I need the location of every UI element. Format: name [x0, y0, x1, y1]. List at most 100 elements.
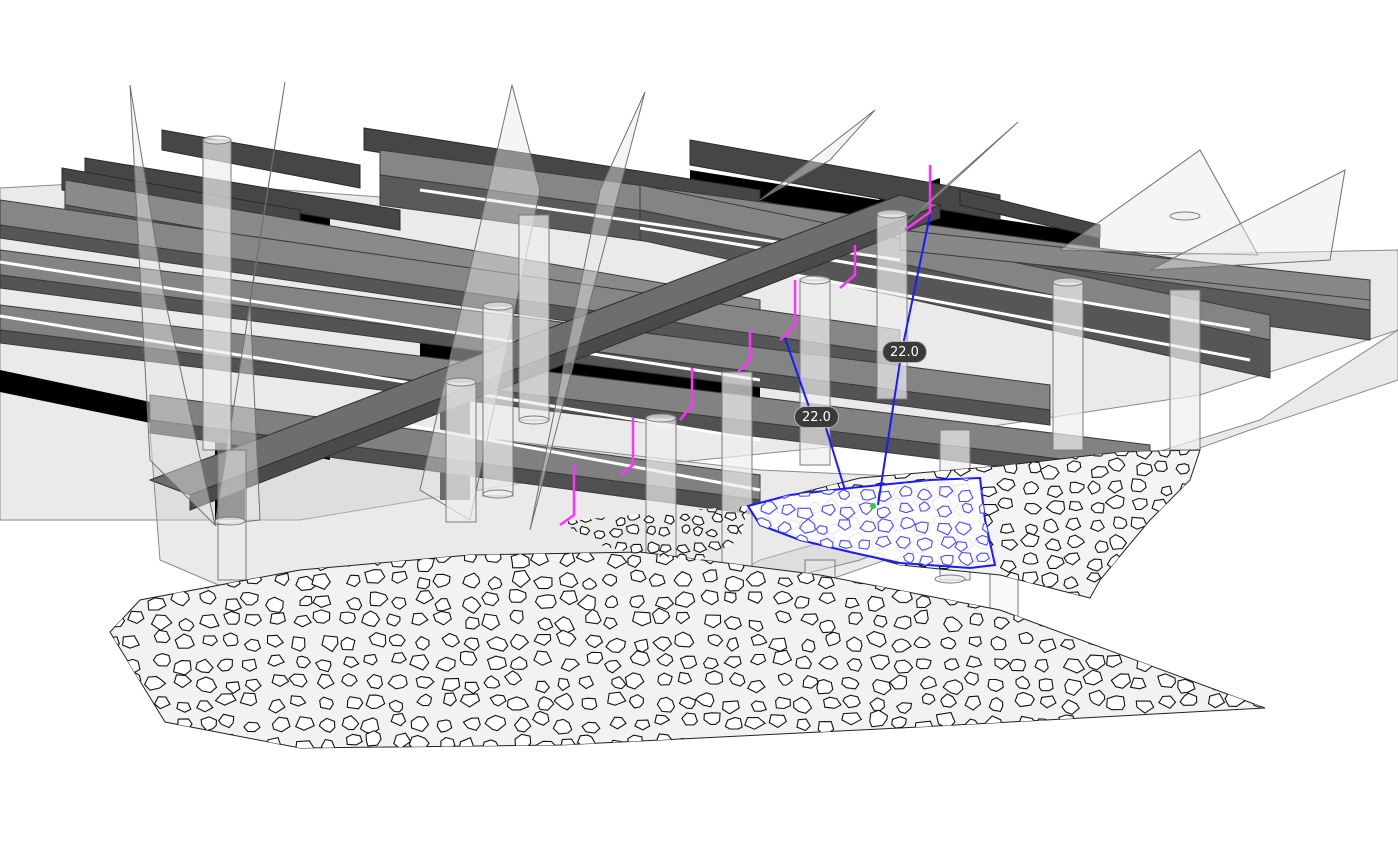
mesh-cell [916, 537, 933, 552]
mesh-cell [693, 542, 708, 554]
mesh-cell [1064, 678, 1083, 697]
mesh-cell [1128, 577, 1146, 592]
mesh-cell [895, 702, 913, 715]
mesh-cell [750, 633, 768, 646]
mesh-cell [1109, 533, 1128, 550]
mesh-cell [703, 712, 721, 725]
mesh-cell [1153, 653, 1175, 669]
mesh-cell [918, 501, 931, 512]
mesh-cell [704, 670, 724, 685]
mesh-cell [724, 575, 744, 592]
mesh-cell [1108, 590, 1124, 598]
mesh-cell [511, 569, 531, 589]
mesh-cell [916, 595, 932, 609]
mesh-cell [363, 653, 378, 666]
mesh-cell [673, 571, 693, 587]
mesh-cell [795, 655, 813, 669]
mesh-cell [1110, 738, 1126, 748]
mesh-cell [859, 520, 877, 533]
mesh-cell [1208, 692, 1226, 709]
mesh-cell [819, 619, 836, 634]
mesh-cell [646, 525, 656, 536]
mesh-cell [958, 478, 972, 482]
mesh-cell [509, 656, 528, 670]
mesh-cell [1039, 695, 1057, 709]
mesh-cell [865, 630, 887, 648]
mesh-cell [954, 521, 972, 536]
mesh-cell [1181, 542, 1198, 554]
mesh-cell [1067, 534, 1086, 549]
mesh-cell [726, 637, 740, 652]
mesh-cell [707, 541, 722, 551]
mesh-cell [976, 594, 990, 598]
mesh-cell [726, 524, 740, 535]
mesh-cell [846, 636, 863, 652]
mesh-cell [265, 596, 284, 614]
mesh-cell [796, 718, 812, 732]
mesh-cell [630, 569, 647, 583]
mesh-cell [918, 555, 934, 567]
mesh-cell [1104, 494, 1125, 509]
mesh-cell [913, 636, 931, 649]
mesh-cell [965, 655, 983, 668]
mesh-cell [484, 714, 507, 732]
mesh-cell [605, 637, 627, 653]
mesh-cell [1173, 589, 1194, 598]
mesh-cell [1023, 594, 1038, 598]
mesh-cell [961, 502, 974, 514]
mesh-cell [870, 654, 891, 670]
mesh-cell [1129, 571, 1147, 586]
snap-point[interactable] [870, 503, 876, 509]
mesh-cell [341, 673, 358, 687]
mesh-cell [724, 716, 743, 730]
mesh-cell [1133, 539, 1150, 555]
mesh-cell [634, 719, 651, 731]
mesh-cell [110, 636, 121, 648]
mesh-cell [1046, 554, 1065, 569]
mesh-cell [723, 616, 742, 630]
mesh-cell [877, 518, 895, 533]
mesh-cell [110, 677, 118, 691]
mesh-cell [288, 673, 308, 688]
mesh-cell [958, 489, 974, 503]
mesh-cell [1059, 639, 1076, 651]
mesh-cell [581, 721, 601, 734]
mesh-cell [1060, 613, 1080, 628]
mesh-cell [913, 609, 929, 625]
mesh-cell [679, 655, 698, 669]
mesh-cell [939, 734, 962, 748]
mesh-cell [630, 543, 644, 554]
mesh-cell [416, 693, 432, 707]
mesh-cell [556, 629, 577, 647]
mesh-cell [1256, 595, 1265, 612]
mesh-cell [841, 676, 860, 690]
mesh-cell [1065, 517, 1082, 531]
mesh-cell [942, 679, 964, 696]
mesh-cell [509, 609, 524, 625]
mesh-cell [627, 734, 643, 747]
mesh-cell [110, 733, 118, 748]
mesh-cell [487, 576, 503, 591]
dimension-label-2[interactable]: 22.0 [794, 406, 839, 428]
mesh-cell [793, 696, 813, 714]
mesh-cell [846, 658, 863, 672]
mesh-cell [1087, 480, 1101, 495]
mesh-cell [533, 650, 553, 666]
mesh-cell [859, 489, 877, 501]
mesh-cell [346, 696, 364, 710]
mesh-cell [1039, 464, 1060, 480]
mesh-cell [604, 595, 619, 609]
mesh-cell [1176, 651, 1196, 665]
mesh-cell [1155, 518, 1174, 534]
dimension-label-1[interactable]: 22.0 [882, 341, 927, 363]
mesh-cell [702, 569, 718, 583]
mesh-cell [535, 680, 551, 694]
mesh-cell [127, 696, 144, 711]
mesh-cell [748, 619, 764, 633]
mesh-cell [1085, 654, 1106, 671]
mesh-cell [893, 615, 912, 630]
mesh-cell [311, 573, 331, 590]
mesh-cell [869, 709, 888, 728]
